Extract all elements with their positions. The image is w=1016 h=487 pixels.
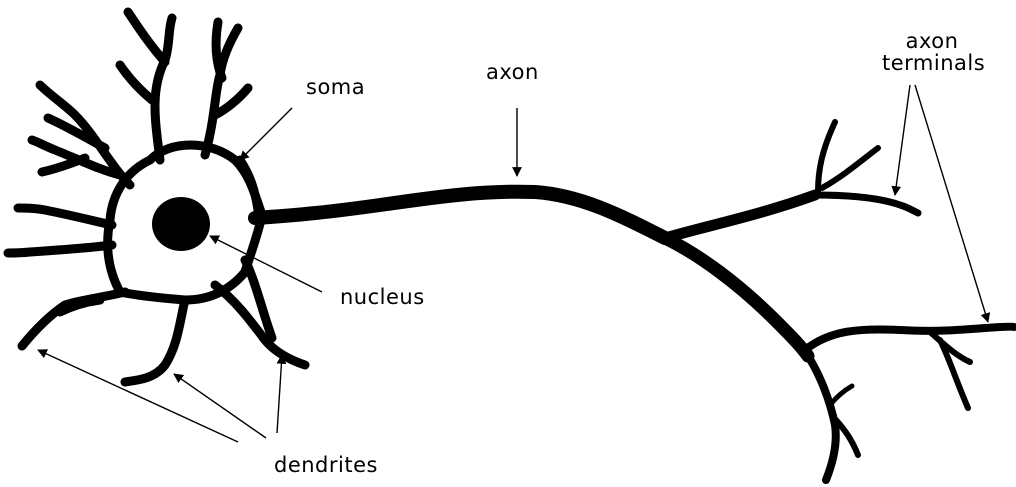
label-axon: axon: [486, 61, 539, 83]
axon-terminals-arrow-1: [895, 85, 910, 195]
label-axon-terminals: axon terminals: [882, 30, 982, 74]
axon-terminals-arrow-2: [915, 85, 988, 322]
label-nucleus: nucleus: [340, 286, 425, 308]
dendrites-arrow-3: [277, 355, 282, 433]
dendrites-arrow-2: [174, 374, 266, 438]
label-axon-terminals-line2: terminals: [882, 52, 982, 74]
nucleus-shape: [152, 197, 210, 251]
label-soma: soma: [306, 76, 365, 98]
soma-arrow: [240, 108, 292, 160]
dendrites-arrow-1: [38, 350, 238, 442]
label-dendrites: dendrites: [274, 454, 378, 476]
label-axon-terminals-line1: axon: [882, 30, 982, 52]
